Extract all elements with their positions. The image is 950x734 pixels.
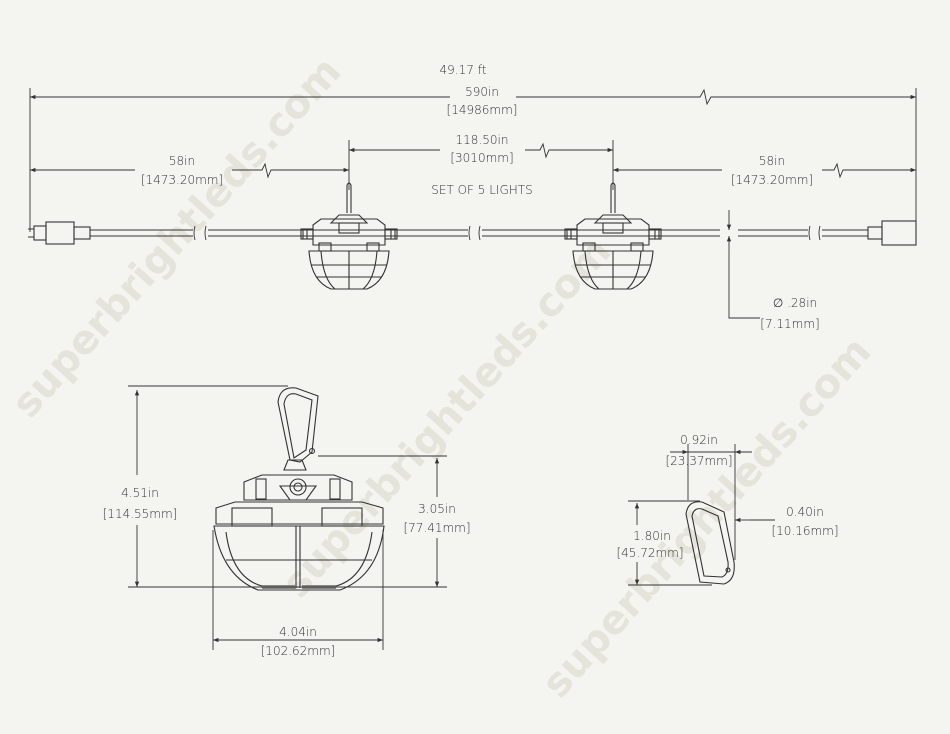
overall-mm-label: [14986mm]: [447, 103, 518, 117]
fixture-body-height-dimension: 3.05in [77.41mm]: [318, 455, 471, 587]
width-in-label: 4.04in: [279, 625, 317, 639]
overall-length-dimension: 49.17 ft 590in [14986mm]: [29, 63, 917, 232]
string-cable: [90, 225, 868, 241]
total-height-mm-label: [114.55mm]: [103, 507, 178, 521]
light-spacing-dimension: 118.50in [3010mm]: [348, 133, 614, 190]
watermark: superbrightleds.com superbrightleds.com …: [3, 49, 880, 707]
overall-in-label: 590in: [465, 85, 499, 99]
left-lead-in-label: 58in: [169, 154, 195, 168]
carabiner-height-mm-label: [45.72mm]: [616, 546, 683, 560]
carabiner-width-mm-label: [23.37mm]: [665, 454, 732, 468]
left-lead-dimension: 58in [1473.20mm]: [30, 154, 349, 187]
body-height-mm-label: [77.41mm]: [403, 521, 470, 535]
cable-diameter-dimension: ∅ .28in [7.11mm]: [726, 210, 820, 331]
right-lead-mm-label: [1473.20mm]: [731, 173, 813, 187]
set-of-lights-label: SET OF 5 LIGHTS: [431, 183, 532, 197]
diameter-in-label: ∅ .28in: [773, 296, 817, 310]
carabiner-width-in-label: 0.92in: [680, 433, 718, 447]
diameter-mm-label: [7.11mm]: [760, 317, 819, 331]
carabiner-height-in-label: 1.80in: [633, 529, 671, 543]
carabiner-detail: [685, 501, 735, 585]
carabiner-gate-dimension: 0.40in [10.16mm]: [735, 505, 839, 538]
total-height-in-label: 4.51in: [121, 486, 159, 500]
carabiner-width-dimension: 0.92in [23.37mm]: [665, 433, 752, 560]
watermark-text: superbrightleds.com: [3, 49, 350, 427]
gate-mm-label: [10.16mm]: [771, 524, 838, 538]
watermark-text: superbrightleds.com: [533, 329, 880, 707]
overall-ft-label: 49.17 ft: [440, 63, 487, 77]
fixture-total-height-dimension: 4.51in [114.55mm]: [103, 385, 447, 588]
left-lead-mm-label: [1473.20mm]: [141, 173, 223, 187]
gate-in-label: 0.40in: [786, 505, 824, 519]
watermark-text: superbrightleds.com: [273, 229, 620, 607]
spacing-in-label: 118.50in: [456, 133, 509, 147]
female-plug: [867, 220, 917, 246]
fixture-width-dimension: 4.04in [102.62mm]: [212, 530, 384, 658]
right-lead-in-label: 58in: [759, 154, 785, 168]
carabiner-height-dimension: 1.80in [45.72mm]: [616, 500, 712, 586]
spacing-mm-label: [3010mm]: [450, 151, 513, 165]
width-mm-label: [102.62mm]: [261, 644, 336, 658]
right-lead-dimension: 58in [1473.20mm]: [613, 154, 916, 187]
male-plug: [28, 221, 91, 245]
body-height-in-label: 3.05in: [418, 502, 456, 516]
